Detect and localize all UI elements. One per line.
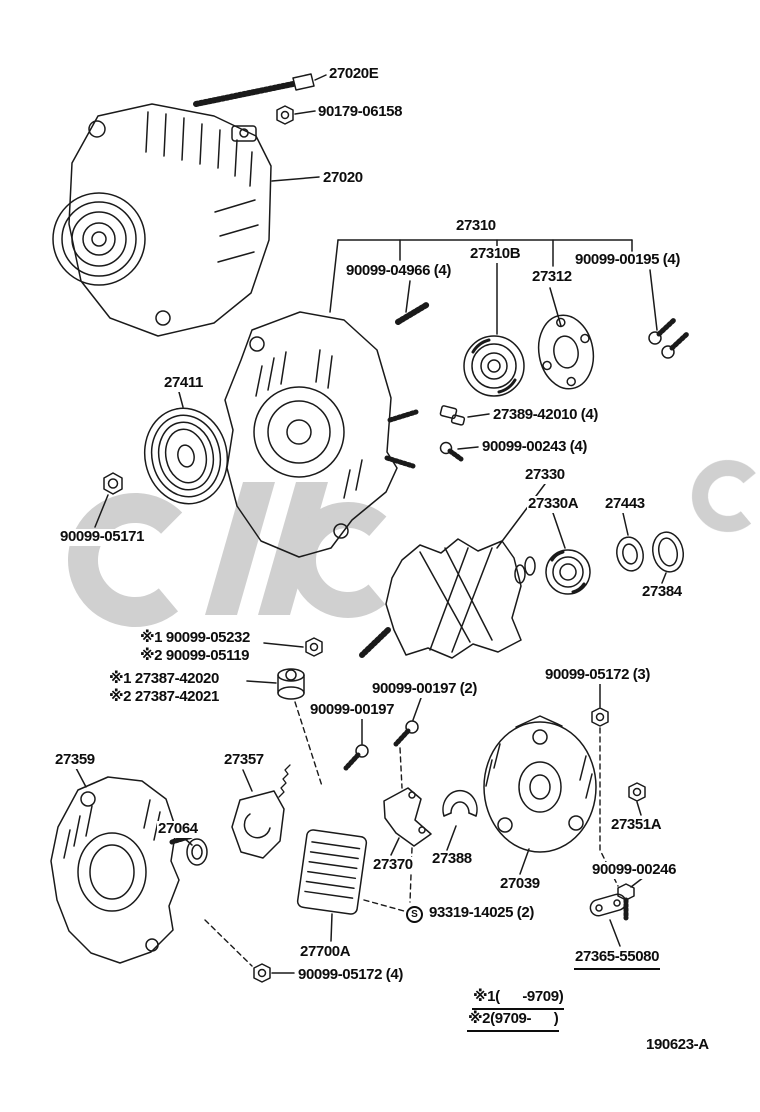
label-27357: 27357 <box>223 751 265 769</box>
watermark <box>68 460 760 627</box>
label-27020e: 27020E <box>328 65 380 83</box>
label-27064: 27064 <box>157 820 199 838</box>
label-27370: 27370 <box>372 856 414 874</box>
label-90099-05172-4: 90099-05172 (4) <box>297 966 404 984</box>
rotor-27330-drawing <box>359 483 546 659</box>
front-bracket-27310-drawing <box>224 311 419 558</box>
label-27039: 27039 <box>499 875 541 893</box>
cover-27384-drawing <box>651 531 685 584</box>
label-27389-42010: 27389-42010 (4) <box>492 406 599 424</box>
label-90099-00197: 90099-00197 <box>309 701 396 719</box>
washer-27064-drawing <box>183 837 208 866</box>
label-90099-00243: 90099-00243 (4) <box>481 438 588 456</box>
label-27700a: 27700A <box>299 943 352 961</box>
nut-90099-05232-drawing <box>263 637 323 657</box>
label-90099-00195: 90099-00195 (4) <box>574 251 681 269</box>
label-27443: 27443 <box>604 495 646 513</box>
diagram-id: 190623-A <box>645 1036 710 1054</box>
retainer-plate-27312-drawing <box>537 314 595 390</box>
rectifier-27700a-drawing <box>296 829 405 942</box>
regulator-27370-drawing <box>383 787 432 903</box>
label-27365-55080: 27365-55080 <box>574 948 661 970</box>
nut-90099-05171-drawing <box>94 472 123 528</box>
label-27387-42020: ※1 27387-42020 <box>108 670 220 688</box>
label-27359: 27359 <box>54 751 96 769</box>
label-27330: 27330 <box>524 466 566 484</box>
pulley-27411-drawing <box>143 391 229 505</box>
label-90099-05119: ※2 90099-05119 <box>139 647 251 665</box>
washer-27443-drawing <box>616 512 644 572</box>
nut-27351a-drawing <box>628 782 646 816</box>
label-93319-14025: 93319-14025 (2) <box>428 904 535 922</box>
s-mark-text: S <box>411 909 418 920</box>
circled-s-icon: S <box>406 906 423 923</box>
label-27310: 27310 <box>455 217 497 235</box>
label-90099-05172-3: 90099-05172 (3) <box>544 666 651 684</box>
bolt-90099-00246-drawing <box>617 876 645 921</box>
label-27330a: 27330A <box>527 495 580 513</box>
stud-bolt-90099-04966-drawing <box>395 301 431 325</box>
note-date-range-2: ※2(9709- ) <box>467 1010 560 1032</box>
label-27312: 27312 <box>531 268 573 286</box>
brush-holder-27357-drawing <box>231 764 291 859</box>
label-27384: 27384 <box>641 583 683 601</box>
nut-90179-06158-drawing <box>276 105 316 125</box>
alternator-27020-drawing <box>52 103 320 337</box>
label-90179-06158: 90179-06158 <box>317 103 404 121</box>
label-90099-04966: 90099-04966 (4) <box>345 262 452 280</box>
label-90099-00246: 90099-00246 <box>591 861 678 879</box>
label-90099-05232: ※1 90099-05232 <box>139 629 251 647</box>
screw-90099-00243-drawing <box>439 441 479 462</box>
leader-lines-27310 <box>329 239 658 335</box>
rear-bracket-27359-drawing <box>50 767 253 967</box>
holder-27388-drawing <box>442 789 478 851</box>
plate-27365-55080-drawing <box>589 893 627 947</box>
terminal-27389-42010-drawing <box>439 405 490 426</box>
screws-90099-00197-drawing <box>343 697 422 789</box>
label-27387-42021: ※2 27387-42021 <box>108 688 220 706</box>
label-27020: 27020 <box>322 169 364 187</box>
label-27351a: 27351A <box>610 816 663 834</box>
bolt-27020e-drawing <box>193 73 327 107</box>
note-date-range-1: ※1( -9709) <box>472 988 565 1010</box>
label-90099-00197-2: 90099-00197 (2) <box>371 680 478 698</box>
screws-90099-00195-drawing <box>648 317 690 359</box>
label-90099-05171: 90099-05171 <box>59 528 146 546</box>
nut-90099-05172-4-drawing <box>253 963 295 983</box>
rear-cover-27039-drawing <box>483 715 597 875</box>
label-27388: 27388 <box>431 850 473 868</box>
bearing-27310b-drawing <box>463 335 525 397</box>
bearing-27330a-drawing <box>545 512 591 595</box>
insulator-27387-drawing <box>246 668 323 787</box>
label-27411: 27411 <box>163 374 204 392</box>
label-27310b: 27310B <box>469 245 522 263</box>
